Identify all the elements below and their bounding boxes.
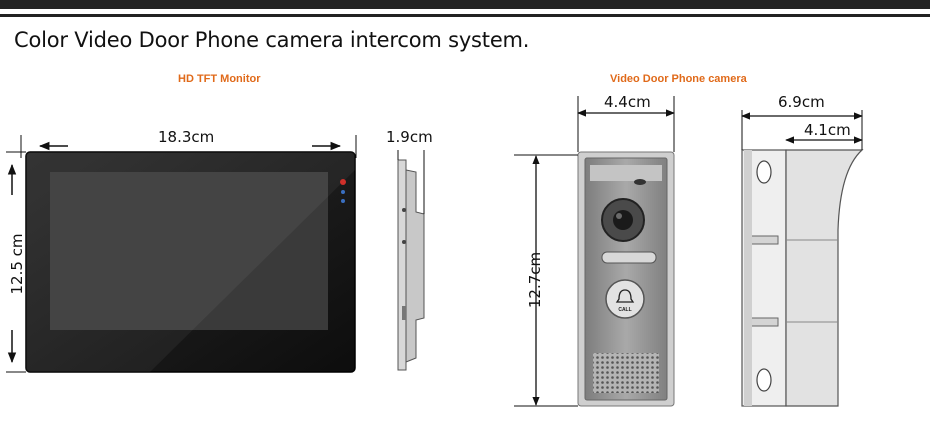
- speaker-grill: [593, 353, 659, 393]
- screw-hole-icon: [756, 368, 772, 392]
- monitor-width-label: 18.3cm: [158, 128, 215, 146]
- call-button-label: CALL: [618, 307, 631, 313]
- header-bar: [0, 0, 930, 9]
- camera-depth-label: 6.9cm: [778, 93, 825, 111]
- camera-front-view: CALL: [577, 151, 675, 407]
- camera-height-label: 12.7cm: [526, 251, 544, 309]
- monitor-depth-label: 1.9cm: [386, 128, 433, 146]
- monitor-side-view: [397, 159, 425, 371]
- header-rule: [0, 14, 930, 17]
- camera-side-view: [741, 149, 864, 407]
- ir-sensor-icon: [634, 179, 646, 185]
- monitor-height-label: 12.5 cm: [8, 233, 26, 295]
- screw-hole-icon: [756, 160, 772, 184]
- page-title: Color Video Door Phone camera intercom s…: [14, 28, 530, 52]
- call-button: [605, 279, 645, 319]
- monitor-front-view: [25, 151, 356, 373]
- camera-width-label: 4.4cm: [604, 93, 651, 111]
- camera-body-depth-label: 4.1cm: [804, 121, 851, 139]
- camera-section-title: Video Door Phone camera: [610, 73, 747, 85]
- status-led-icon: [341, 190, 345, 194]
- bell-icon: [615, 289, 635, 303]
- monitor-section-title: HD TFT Monitor: [178, 73, 261, 85]
- power-led-icon: [340, 179, 346, 185]
- status-led-icon: [341, 199, 345, 203]
